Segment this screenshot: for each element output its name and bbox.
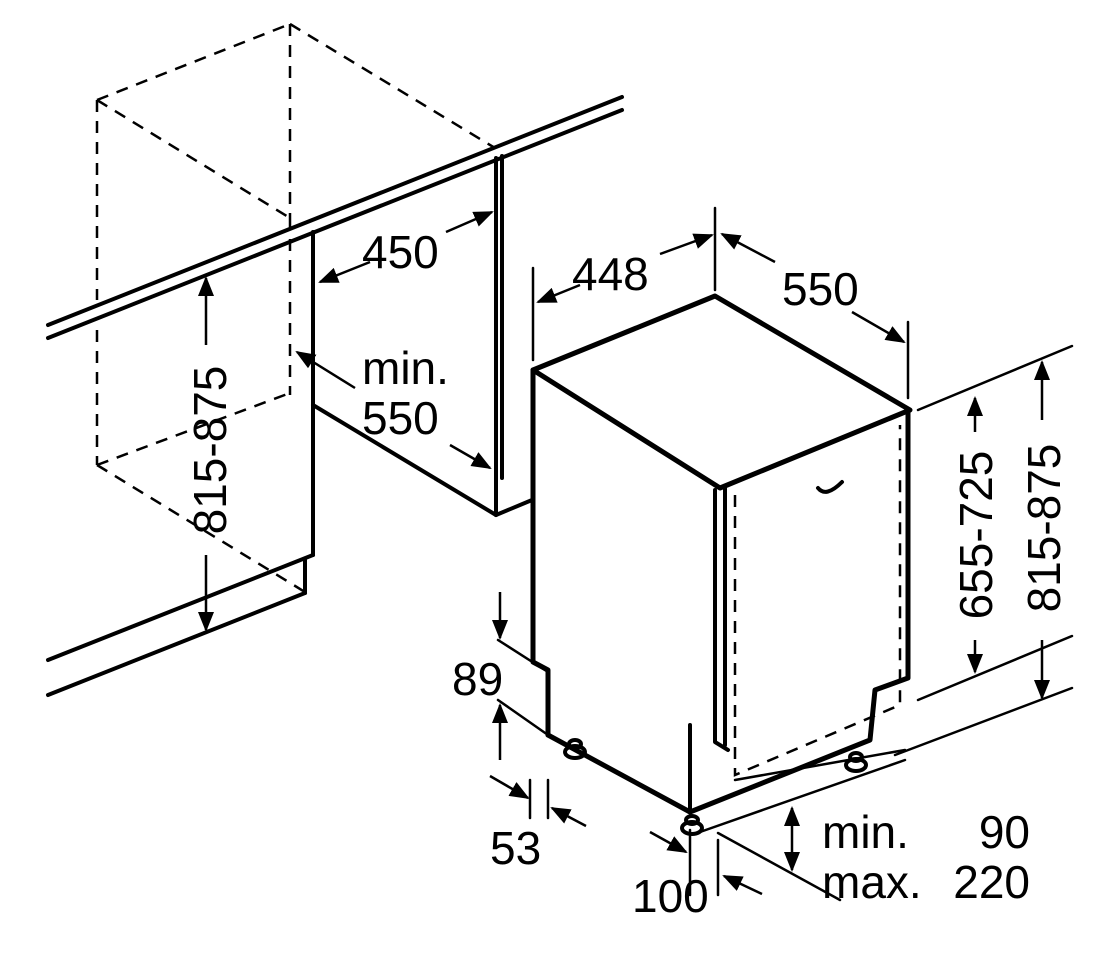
label-plinth-height: 89 [452,653,503,705]
label-gap-min-value: 90 [979,806,1030,858]
niche-walls [46,154,534,697]
cabinet-outline-dashed [95,22,496,594]
label-gap-max: max. [822,856,922,908]
label-niche-depth-value: 550 [362,392,439,444]
label-appliance-height-total: 815-875 [1018,444,1070,613]
worktop [46,95,624,340]
label-gap-max-value: 220 [953,856,1030,908]
dim-appliance-width [536,233,714,304]
label-door-offset: 100 [632,870,709,922]
feet [563,738,868,836]
label-niche-width: 450 [362,226,439,278]
dim-door-offset [649,830,763,896]
dishwasher-body [530,293,913,815]
label-niche-depth-min: min. [362,342,449,394]
label-appliance-width: 448 [572,248,649,300]
dim-niche-width [318,210,494,284]
label-niche-height: 815-875 [184,366,236,535]
label-appliance-depth: 550 [782,263,859,315]
dim-appliance-depth [720,232,906,344]
label-gap-min: min. [822,806,909,858]
dim-foot-offset [489,774,587,828]
label-foot-offset: 53 [490,822,541,874]
label-appliance-height-min: 655-725 [950,451,1002,620]
dim-niche-depth [295,350,492,470]
